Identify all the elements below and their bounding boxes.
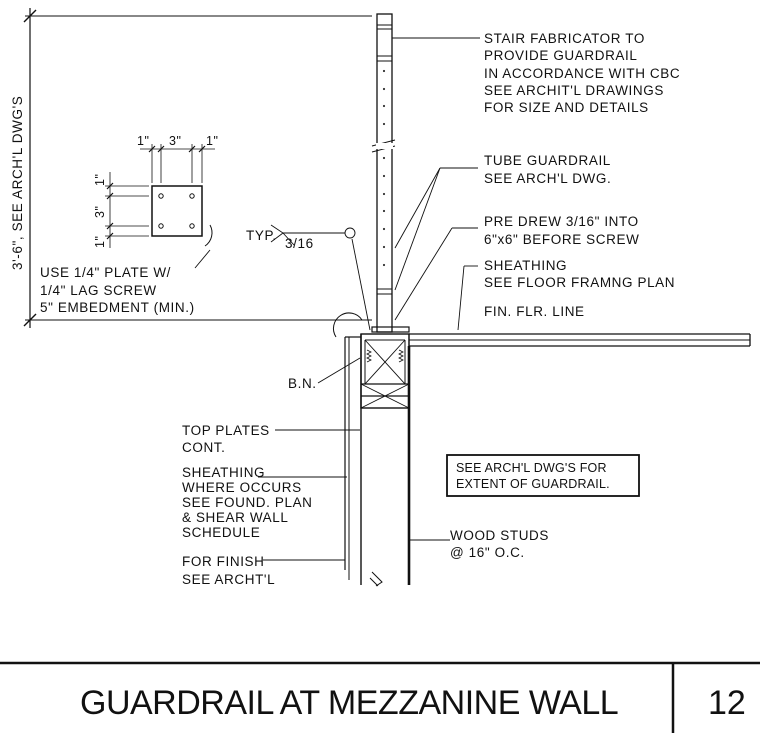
note-fin-flr-line: FIN. FLR. LINE: [484, 304, 585, 319]
note-finish: FOR FINISH SEE ARCHT'L: [182, 554, 275, 587]
weld-size-label: 3/16: [285, 236, 314, 251]
weld-typ-label: TYP.: [246, 228, 277, 243]
svg-text:@ 16" O.C.: @ 16" O.C.: [450, 545, 525, 560]
plate-top-dim-3: 1": [206, 134, 218, 148]
height-dimension-label: 3'-6", SEE ARCH'L DWG'S: [10, 96, 25, 270]
note-plate: USE 1/4" PLATE W/ 1/4" LAG SCREW 5" EMBE…: [40, 265, 195, 315]
svg-text:STAIR FABRICATOR TO: STAIR FABRICATOR TO: [484, 31, 645, 46]
plate-side-dim-3: 1": [93, 236, 107, 248]
note-tube-guardrail: TUBE GUARDRAIL SEE ARCH'L DWG.: [484, 153, 611, 186]
svg-text:SEE ARCHT'L: SEE ARCHT'L: [182, 572, 275, 587]
note-bn: B.N.: [288, 376, 317, 391]
svg-text:TUBE GUARDRAIL: TUBE GUARDRAIL: [484, 153, 611, 168]
svg-text:SHEATHING: SHEATHING: [484, 258, 567, 273]
svg-text:WOOD STUDS: WOOD STUDS: [450, 528, 549, 543]
plate-top-dim-2: 3": [169, 134, 181, 148]
leaders: [258, 37, 480, 561]
guardrail-post: [371, 13, 410, 333]
svg-text:SEE FLOOR FRAMNG PLAN: SEE FLOOR FRAMNG PLAN: [484, 275, 675, 290]
svg-text:& SHEAR WALL: & SHEAR WALL: [182, 510, 288, 525]
floor-framing: [332, 312, 751, 587]
note-pre-drew: PRE DREW 3/16" INTO 6"x6" BEFORE SCREW: [484, 214, 639, 247]
svg-text:SEE ARCH'L DWG'S FOR: SEE ARCH'L DWG'S FOR: [456, 461, 607, 475]
svg-text:6"x6" BEFORE SCREW: 6"x6" BEFORE SCREW: [484, 232, 639, 247]
note-wood-studs: WOOD STUDS @ 16" O.C.: [450, 528, 549, 560]
svg-text:PRE DREW 3/16" INTO: PRE DREW 3/16" INTO: [484, 214, 639, 229]
note-sheathing-floor: SHEATHING SEE FLOOR FRAMNG PLAN: [484, 258, 675, 290]
svg-text:FOR FINISH: FOR FINISH: [182, 554, 265, 569]
svg-text:SHEATHING: SHEATHING: [182, 465, 265, 480]
plate-side-dim-1: 1": [93, 174, 107, 186]
svg-text:5" EMBEDMENT (MIN.): 5" EMBEDMENT (MIN.): [40, 300, 195, 315]
svg-text:CONT.: CONT.: [182, 440, 226, 455]
svg-text:SEE ARCHIT'L DRAWINGS: SEE ARCHIT'L DRAWINGS: [484, 83, 664, 98]
title-bar: GUARDRAIL AT MEZZANINE WALL 12: [0, 661, 760, 733]
svg-text:SEE FOUND. PLAN: SEE FOUND. PLAN: [182, 495, 313, 510]
svg-text:SEE ARCH'L DWG.: SEE ARCH'L DWG.: [484, 171, 611, 186]
svg-text:SCHEDULE: SCHEDULE: [182, 525, 260, 540]
svg-text:PROVIDE GUARDRAIL: PROVIDE GUARDRAIL: [484, 48, 637, 63]
svg-text:EXTENT OF GUARDRAIL.: EXTENT OF GUARDRAIL.: [456, 477, 610, 491]
plate-side-dim-2: 3": [93, 206, 107, 218]
svg-text:FOR SIZE AND DETAILS: FOR SIZE AND DETAILS: [484, 100, 649, 115]
plate-top-dim-1: 1": [137, 134, 149, 148]
boxed-note: SEE ARCH'L DWG'S FOR EXTENT OF GUARDRAIL…: [446, 454, 640, 497]
note-stair-fabricator: STAIR FABRICATOR TO PROVIDE GUARDRAIL IN…: [484, 31, 680, 115]
note-sheathing-wall: SHEATHING WHERE OCCURS SEE FOUND. PLAN &…: [182, 465, 313, 540]
height-dimension: 3'-6", SEE ARCH'L DWG'S: [10, 8, 372, 328]
svg-text:USE 1/4" PLATE W/: USE 1/4" PLATE W/: [40, 265, 171, 280]
detail-title: GUARDRAIL AT MEZZANINE WALL: [80, 684, 618, 722]
svg-text:IN ACCORDANCE WITH CBC: IN ACCORDANCE WITH CBC: [484, 66, 680, 81]
svg-text:TOP PLATES: TOP PLATES: [182, 423, 270, 438]
svg-text:WHERE OCCURS: WHERE OCCURS: [182, 480, 302, 495]
detail-number: 12: [708, 684, 746, 722]
plate-detail: 1" 3" 1" 1" 3" 1": [93, 134, 218, 269]
note-top-plates: TOP PLATES CONT.: [182, 423, 270, 455]
svg-text:1/4" LAG SCREW: 1/4" LAG SCREW: [40, 283, 157, 298]
